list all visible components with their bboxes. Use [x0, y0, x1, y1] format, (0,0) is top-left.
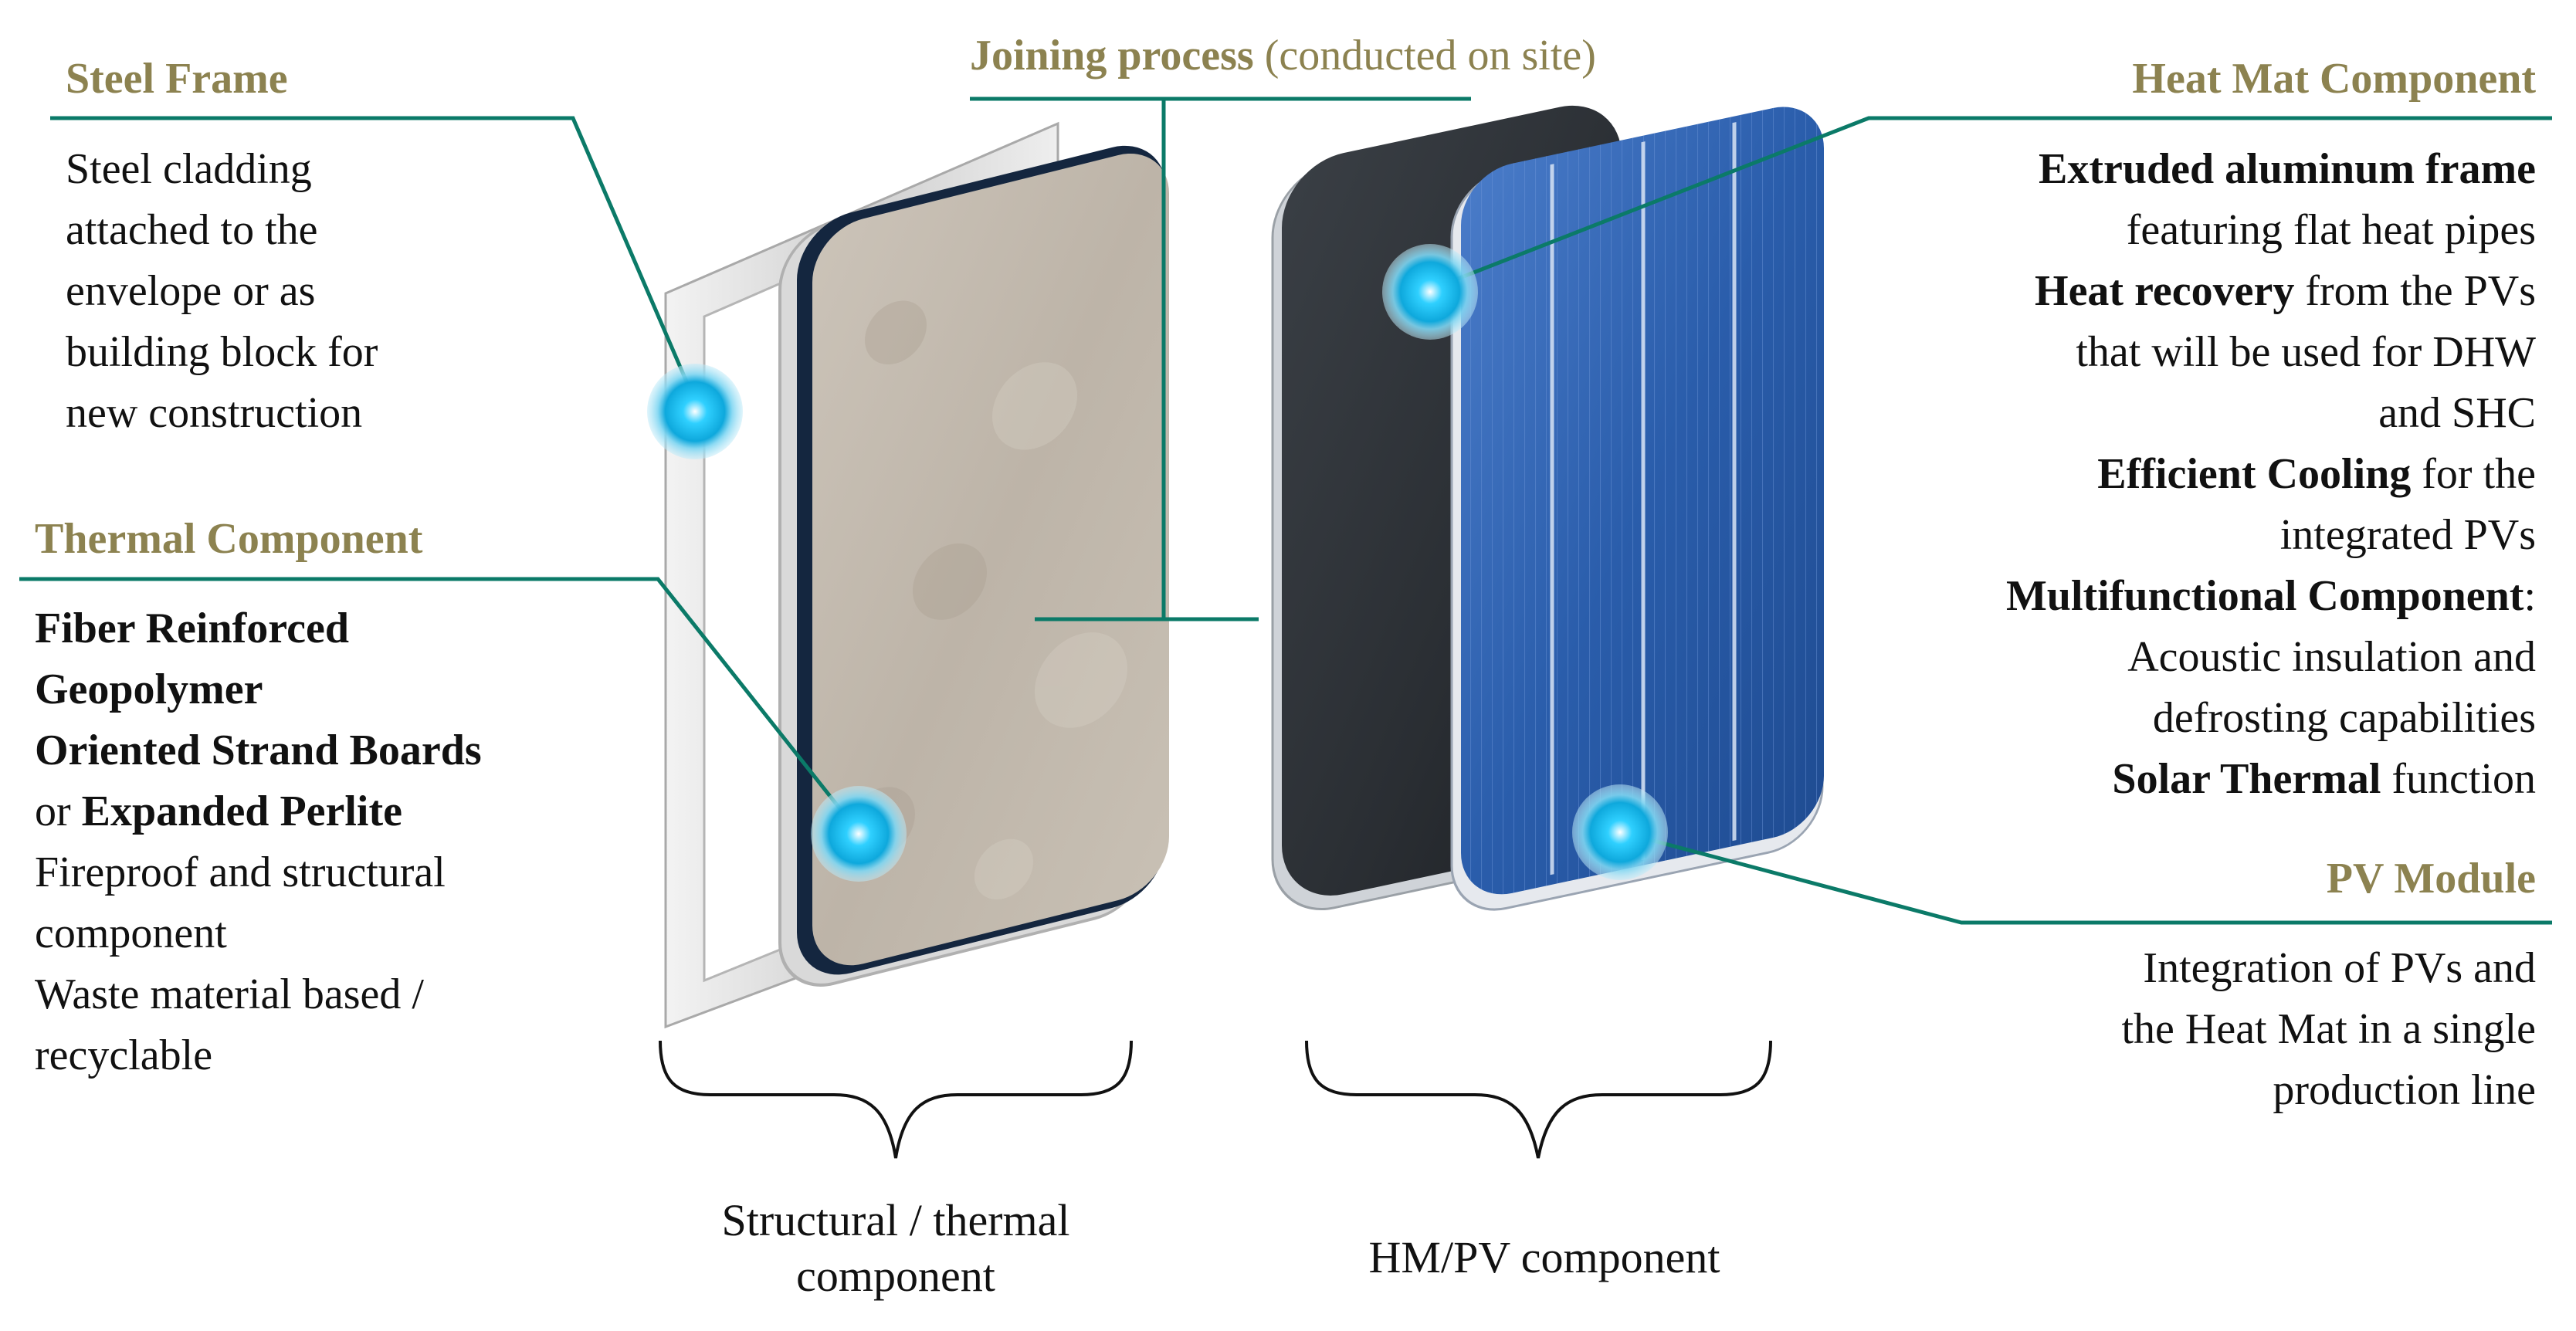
- thermal-line: recyclable: [35, 1031, 213, 1079]
- steel-frame-title: Steel Frame: [66, 55, 288, 103]
- heat-mat-marker: [1382, 244, 1478, 340]
- pv-module-line: production line: [2273, 1066, 2536, 1114]
- structural-caption: Structural / thermal component: [721, 1195, 1070, 1301]
- pv-marker: [1572, 784, 1668, 880]
- expanded-perlite-label: Expanded Perlite: [81, 787, 402, 835]
- heat-mat-title: Heat Mat Component: [2132, 55, 2536, 103]
- extruded-frame-label: Extruded aluminum frame: [2039, 145, 2536, 193]
- thermal-line: component: [35, 909, 227, 957]
- heat-mat-line: Acoustic insulation and: [2127, 633, 2536, 681]
- heat-mat-leader: [1429, 116, 2552, 292]
- joining-process-subtitle: (conducted on site): [1264, 32, 1596, 80]
- steel-frame-line: new construction: [66, 389, 363, 437]
- steel-frame-line: Steel cladding: [66, 145, 312, 193]
- thermal-line: Fireproof and structural: [35, 848, 446, 896]
- oriented-strand-label: Oriented Strand Boards: [35, 726, 482, 774]
- pv-module-line: the Heat Mat in a single: [2121, 1005, 2536, 1053]
- multifunctional-label: Multifunctional Component: [2005, 572, 2524, 620]
- leader-lines: [19, 97, 2552, 925]
- structural-brace: [659, 1040, 1133, 1159]
- steel-frame-line: attached to the: [66, 206, 318, 254]
- thermal-component-title: Thermal Component: [35, 515, 423, 563]
- steel-frame-marker: [647, 364, 743, 459]
- pv-leader: [1621, 830, 2552, 925]
- thermal-component-description: Fiber Reinforced Geopolymer Oriented Str…: [35, 598, 482, 1086]
- solar-thermal-label: Solar Thermal: [2112, 755, 2381, 803]
- pv-module-illustration: [1450, 107, 1824, 911]
- steel-frame-line: building block for: [66, 328, 378, 376]
- thermal-marker: [811, 786, 907, 882]
- marker-dots: [647, 244, 1668, 882]
- thermal-line: Waste material based /: [35, 970, 424, 1018]
- heat-mat-line: integrated PVs: [2279, 511, 2536, 559]
- steel-frame-description: Steel cladding attached to the envelope …: [66, 139, 378, 444]
- thermal-board-illustration: [778, 145, 1169, 987]
- hmpv-caption: HM/PV component: [1368, 1232, 1720, 1282]
- hmpv-brace: [1305, 1040, 1772, 1159]
- or-text: or: [35, 787, 82, 835]
- pv-module-title: PV Module: [2326, 855, 2536, 903]
- steel-frame-line: envelope or as: [66, 267, 316, 315]
- braces: [659, 1040, 1772, 1159]
- thermal-leader: [19, 577, 860, 834]
- joining-process-title: Joining process (conducted on site): [970, 31, 1596, 80]
- efficient-cooling-label: Efficient Cooling: [2097, 450, 2412, 498]
- fiber-reinforced-label: Fiber Reinforced: [35, 605, 349, 652]
- heat-mat-line: featuring flat heat pipes: [2126, 206, 2536, 254]
- heat-mat-description: Extruded aluminum frame featuring flat h…: [2005, 145, 2536, 803]
- heat-mat-line: defrosting capabilities: [2152, 694, 2536, 742]
- geopolymer-label: Geopolymer: [35, 666, 263, 713]
- joining-process-label: Joining process: [970, 32, 1254, 80]
- pv-module-description: Integration of PVs and the Heat Mat in a…: [2121, 938, 2536, 1121]
- heat-mat-line: that will be used for DHW: [2076, 328, 2536, 376]
- heat-recovery-label: Heat recovery: [2035, 267, 2295, 315]
- heat-mat-line: and SHC: [2378, 389, 2536, 437]
- steel-frame-leader: [50, 116, 696, 398]
- pv-module-line: Integration of PVs and: [2143, 944, 2536, 992]
